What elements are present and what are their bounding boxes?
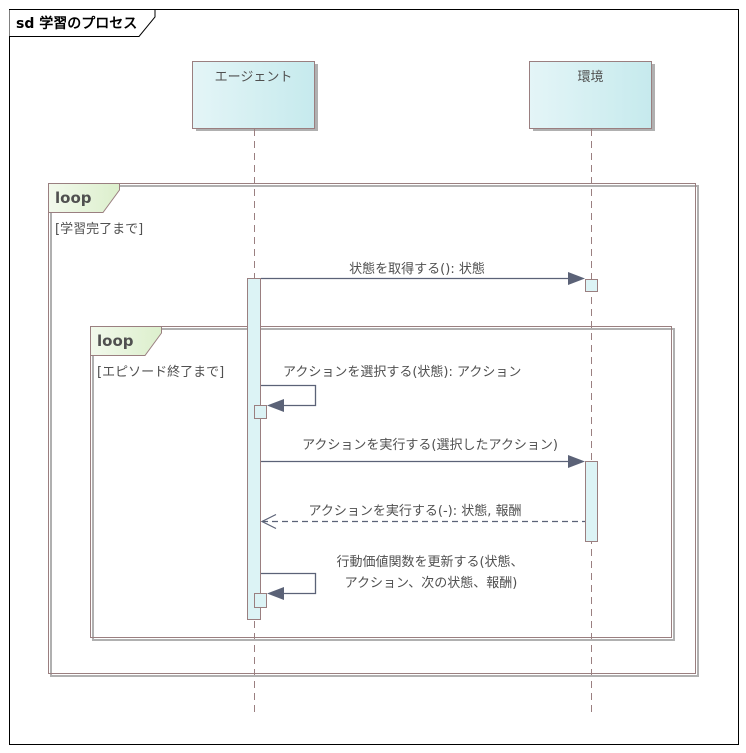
lifeline-environment[interactable]: 環境 <box>529 61 656 713</box>
message-get-state[interactable]: 状態を取得する(): 状態 <box>261 261 585 285</box>
loop-fragment-outer[interactable]: loop [学習完了まで] <box>48 183 699 677</box>
arrowhead-icon <box>267 587 284 600</box>
loop-operator-outer: loop <box>55 189 92 207</box>
activation-environment-1 <box>585 279 598 292</box>
open-arrowhead-icon <box>260 513 277 530</box>
activation-agent <box>247 278 261 620</box>
frame-title: sd 学習のプロセス <box>16 15 137 32</box>
message-label: アクションを実行する(-): 状態, 報酬 <box>309 503 522 519</box>
lifeline-agent[interactable]: エージェント <box>192 61 319 713</box>
loop-fragment-inner[interactable]: loop [エピソード終了まで] <box>90 326 675 641</box>
sd-frame: sd 学習のプロセス <box>9 9 739 745</box>
message-return-state-reward[interactable]: アクションを実行する(-): 状態, 報酬 <box>260 503 585 530</box>
message-update-q-function[interactable]: 行動価値関数を更新する(状態、 アクション、次の状態、報酬) <box>254 554 524 608</box>
activation-agent-nested <box>254 405 267 419</box>
activation-agent-nested <box>254 593 267 608</box>
activation-environment-2 <box>585 461 598 542</box>
message-execute-action[interactable]: アクションを実行する(選択したアクション) <box>261 437 585 468</box>
arrowhead-icon <box>568 455 585 468</box>
arrowhead-icon <box>267 399 284 412</box>
message-select-action[interactable]: アクションを選択する(状態): アクション <box>254 364 522 419</box>
message-label: アクションを選択する(状態): アクション <box>283 364 521 380</box>
message-label-line-2: アクション、次の状態、報酬) <box>345 575 518 591</box>
lifeline-agent-name: エージェント <box>215 70 293 85</box>
arrowhead-icon <box>568 272 585 285</box>
message-label: アクションを実行する(選択したアクション) <box>302 437 558 453</box>
message-label-line-1: 行動価値関数を更新する(状態、 <box>336 554 523 570</box>
loop-operator-inner: loop <box>97 332 134 350</box>
loop-guard-outer: [学習完了まで] <box>55 221 143 237</box>
loop-guard-inner: [エピソード終了まで] <box>97 364 224 380</box>
lifeline-environment-name: 環境 <box>577 70 603 85</box>
message-label: 状態を取得する(): 状態 <box>349 261 485 277</box>
